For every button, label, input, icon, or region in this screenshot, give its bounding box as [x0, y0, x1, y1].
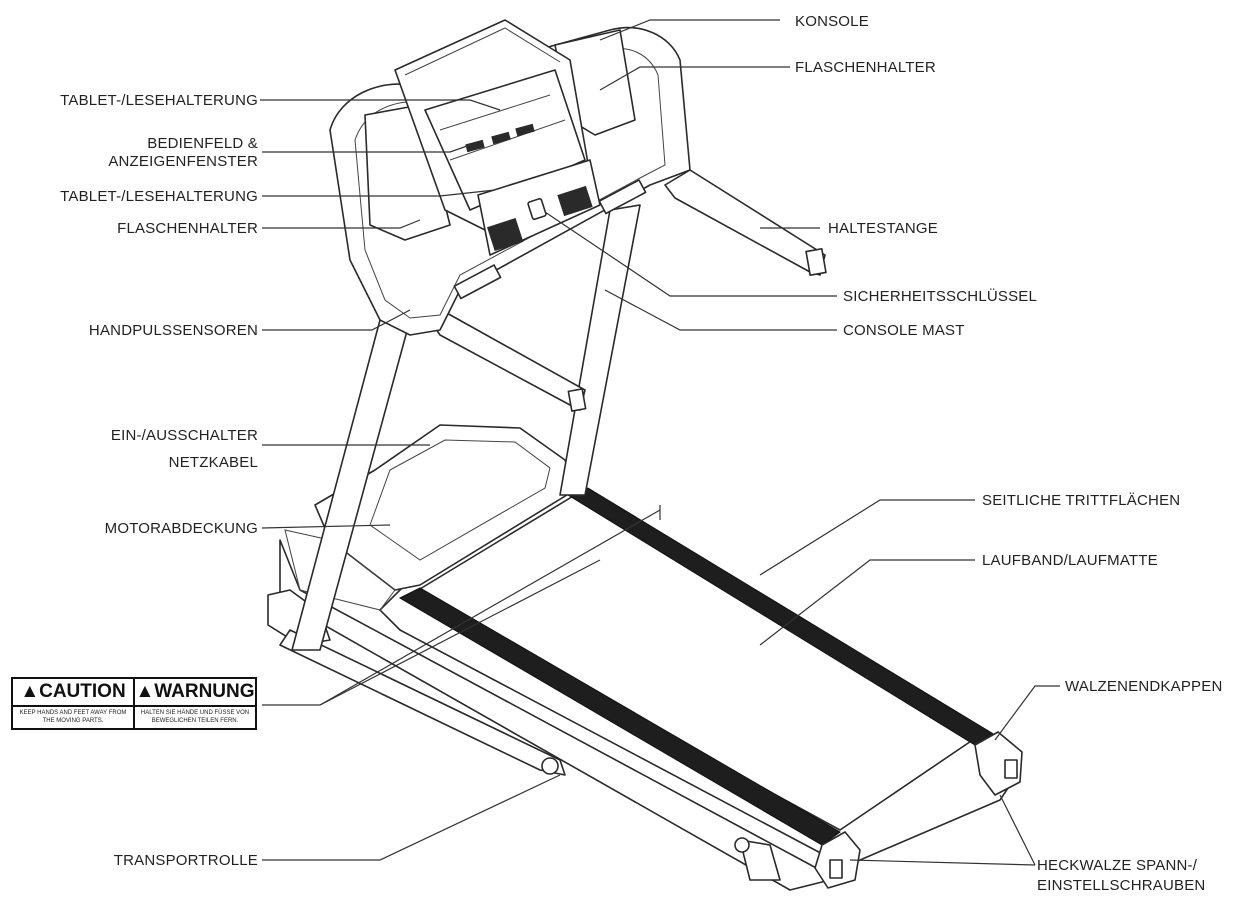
label-flaschenhalter-top: FLASCHENHALTER [795, 59, 936, 76]
safety-key [527, 197, 547, 221]
label-schalter-line1: EIN-/AUSSCHALTER [111, 427, 258, 444]
label-handpuls: HANDPULSSENSOREN [89, 322, 258, 339]
warnung-text: Halten Sie Hände und Füsse von beweglich… [140, 710, 250, 724]
label-tablet-bottom: TABLET-/LESEHALTERUNG [60, 188, 258, 205]
label-haltestange: HALTESTANGE [828, 220, 938, 237]
treadmill-illustration [267, 19, 1023, 891]
label-sicherheitsschluessel: SICHERHEITSSCHLÜSSEL [843, 287, 1037, 305]
left-side-tread [398, 587, 841, 846]
left-handlebar [429, 311, 586, 411]
part-labels: KONSOLE FLASCHENHALTER TABLET-/LESEHALTE… [60, 13, 1222, 894]
label-laufband: LAUFBAND/LAUFMATTE [982, 552, 1158, 569]
label-tablet-top: TABLET-/LESEHALTERUNG [60, 92, 258, 109]
warnung-panel: ▲WARNUNG Halten Sie Hände und Füsse von … [133, 679, 255, 728]
caution-text: Keep hands and feet away from the moving… [19, 710, 127, 724]
caution-panel: ▲CAUTION Keep hands and feet away from t… [13, 679, 133, 728]
label-motorabdeckung: MOTORABDECKUNG [105, 520, 258, 537]
label-transportrolle: TRANSPORTROLLE [114, 852, 258, 869]
label-schalter-line2: NETZKABEL [169, 454, 258, 471]
label-console-mast: CONSOLE MAST [843, 322, 965, 339]
label-bedienfeld-line1: BEDIENFELD & [147, 135, 258, 152]
label-seitliche: SEITLICHE TRITTFLÄCHEN [982, 492, 1180, 509]
hand-pulse-sensor-right [598, 179, 647, 215]
hand-pulse-sensor-left [453, 264, 502, 300]
right-handlebar [664, 169, 826, 276]
label-flaschenhalter-left: FLASCHENHALTER [117, 220, 258, 237]
label-konsole: KONSOLE [795, 13, 869, 30]
label-bedienfeld-line2: ANZEIGENFENSTER [108, 153, 258, 170]
label-heckwalze-line2: EINSTELLSCHRAUBEN [1037, 877, 1205, 894]
label-walzenendkappen: WALZENENDKAPPEN [1065, 678, 1222, 695]
warning-sticker: ▲CAUTION Keep hands and feet away from t… [11, 677, 257, 730]
display-windows [465, 123, 535, 153]
warnung-title: ▲WARNUNG [135, 679, 255, 707]
leader-lines [260, 19, 1060, 866]
label-heckwalze-line1: HECKWALZE SPANN-/ [1037, 857, 1198, 874]
caution-title: ▲CAUTION [13, 679, 133, 707]
